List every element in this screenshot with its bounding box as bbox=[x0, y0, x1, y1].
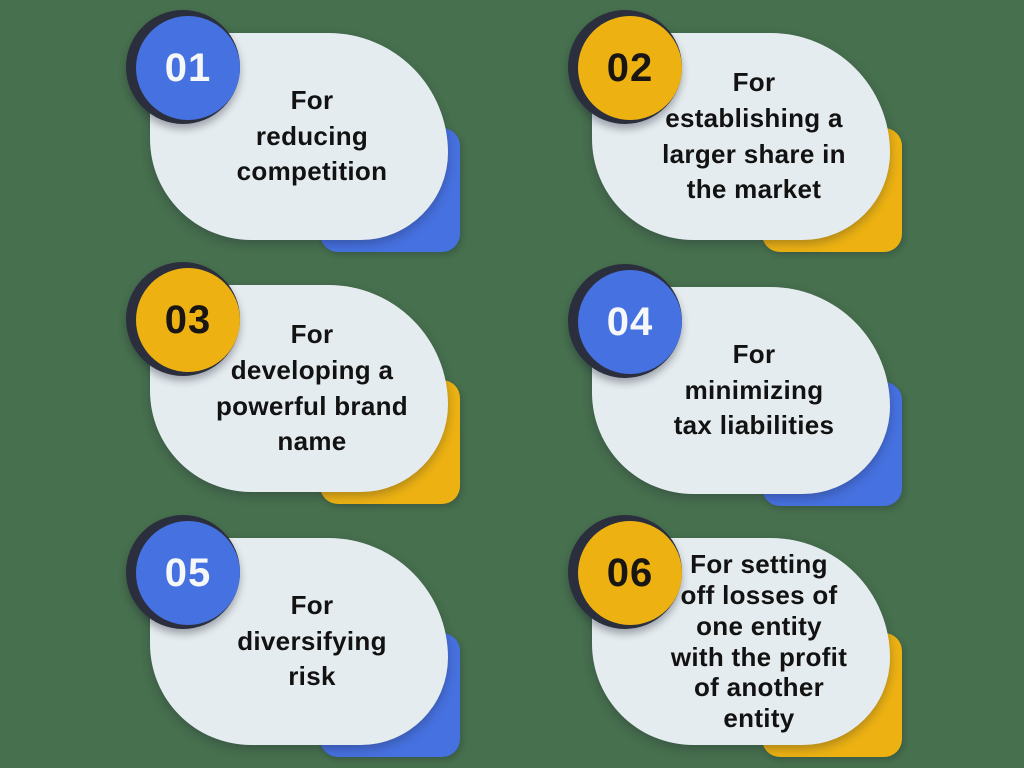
reason-card-5: For diversifying risk 05 bbox=[126, 515, 460, 757]
number-badge: 05 bbox=[136, 521, 240, 625]
reason-card-1: For reducing competition 01 bbox=[126, 10, 460, 252]
reason-card-3: For developing a powerful brand name 03 bbox=[126, 262, 460, 504]
reason-text: For establishing a larger share in the m… bbox=[662, 66, 846, 205]
number-badge: 04 bbox=[578, 270, 682, 374]
reason-text: For setting off losses of one entity wit… bbox=[670, 549, 848, 733]
reason-text: For minimizing tax liabilities bbox=[673, 338, 835, 441]
number-badge: 02 bbox=[578, 16, 682, 120]
number-badge: 03 bbox=[136, 268, 240, 372]
reason-text: For reducing competition bbox=[236, 84, 388, 187]
number-badge: 01 bbox=[136, 16, 240, 120]
reason-text: For diversifying risk bbox=[237, 589, 387, 692]
reason-card-6: For setting off losses of one entity wit… bbox=[568, 515, 902, 757]
speech-bubble: For setting off losses of one entity wit… bbox=[592, 538, 890, 745]
number-badge: 06 bbox=[578, 521, 682, 625]
reason-card-4: For minimizing tax liabilities 04 bbox=[568, 264, 902, 506]
reason-text: For developing a powerful brand name bbox=[216, 318, 408, 457]
reason-card-2: For establishing a larger share in the m… bbox=[568, 10, 902, 252]
